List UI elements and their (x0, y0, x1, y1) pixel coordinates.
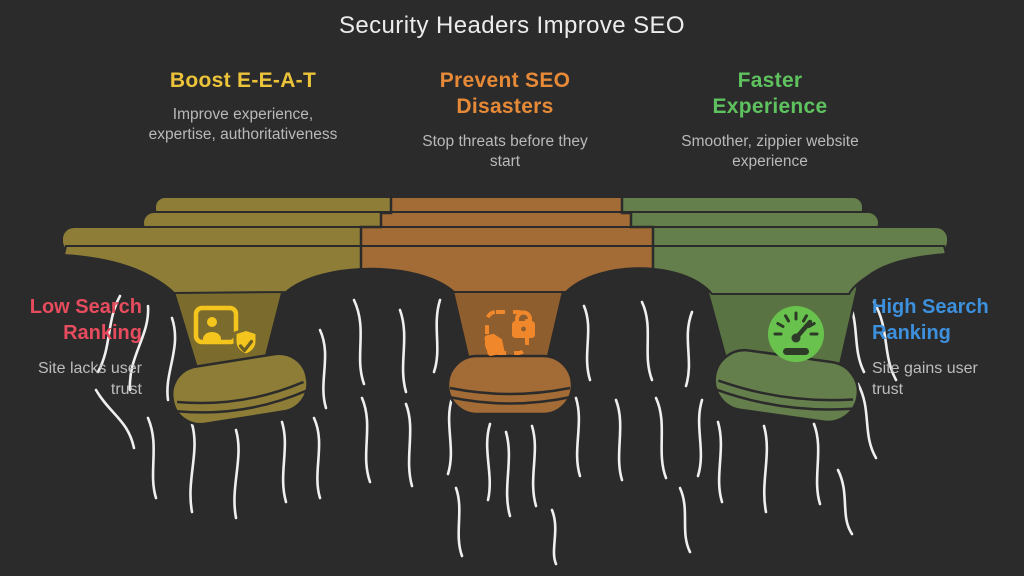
water-waves (94, 294, 898, 566)
pillar-base-prevent (446, 354, 574, 416)
id-badge-check-icon (193, 305, 259, 357)
column-heading-prevent-seo: Prevent SEO Disasters (439, 69, 571, 119)
speedometer-icon (768, 306, 824, 362)
column-description-prevent-seo: Stop threats before they start (422, 132, 588, 170)
column-heading-eeat: Boost E-E-A-T (169, 69, 317, 92)
bridge-seams (359, 196, 655, 294)
page-title: Security Headers Improve SEO (339, 12, 685, 39)
bridge-deck-section-speed (622, 196, 949, 295)
high-search-ranking-heading: High Search Ranking (872, 296, 989, 344)
bridge-deck-section-eeat (61, 196, 391, 295)
column-description-eeat: Improve experience, expertise, authorita… (148, 106, 338, 144)
column-prevent-seo: Prevent SEO Disasters Stop threats befor… (395, 68, 615, 172)
low-search-ranking-description: Site lacks user trust (37, 360, 142, 398)
column-faster-experience: Faster Experience Smoother, zippier webs… (660, 68, 880, 172)
label-high-search-ranking: High Search Ranking Site gains user trus… (872, 294, 1002, 401)
column-heading-faster-experience: Faster Experience (712, 69, 828, 119)
column-description-faster-experience: Smoother, zippier website experience (681, 132, 859, 170)
pillar-base-eeat (170, 352, 309, 426)
column-eeat: Boost E-E-A-T Improve experience, expert… (133, 68, 353, 146)
low-search-ranking-heading: Low Search Ranking (29, 296, 142, 344)
document-lock-icon (484, 310, 535, 356)
label-low-search-ranking: Low Search Ranking Site lacks user trust (10, 294, 142, 401)
bridge-deck-section-prevent (361, 196, 653, 295)
high-search-ranking-description: Site gains user trust (872, 360, 978, 398)
